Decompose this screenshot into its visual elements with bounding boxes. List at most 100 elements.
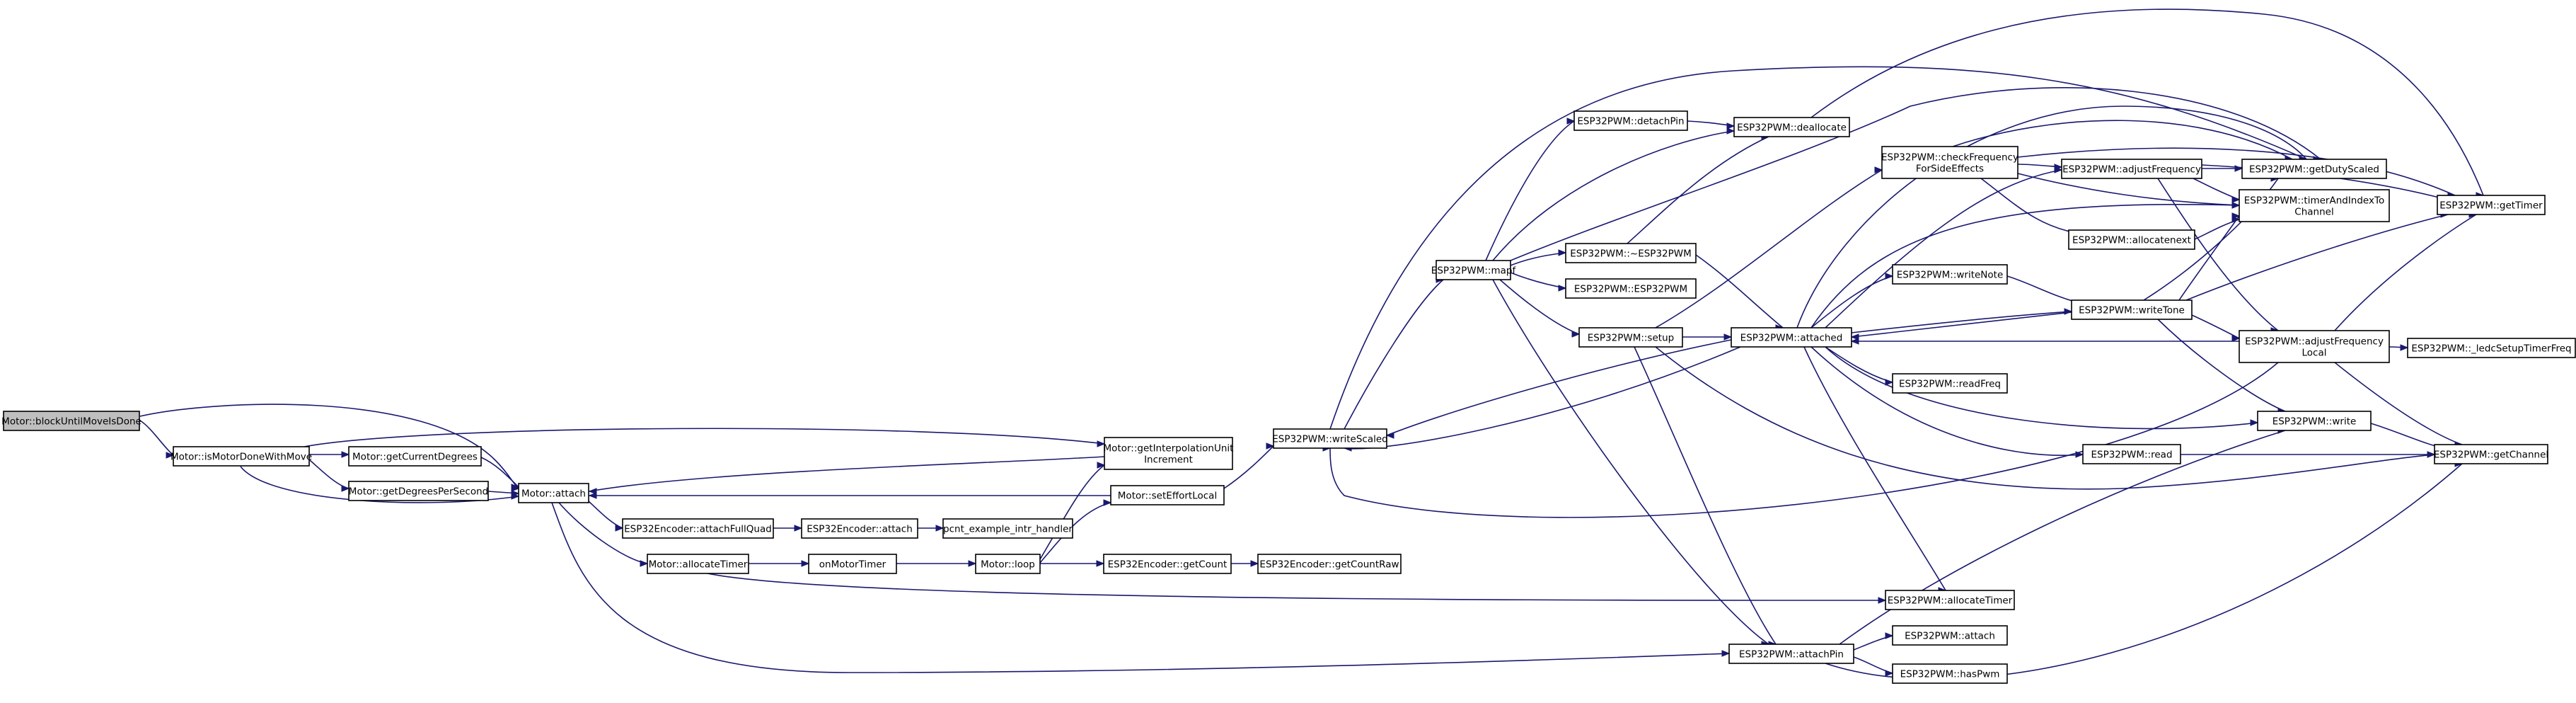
arrowhead-e-set-attach — [588, 492, 597, 499]
node-box — [2239, 330, 2390, 363]
node-box — [2239, 189, 2390, 222]
node-box — [2257, 411, 2372, 431]
node-mapf[interactable]: ESP32PWM::mapf — [1431, 260, 1517, 280]
arrowhead-e-checkfreq-adjust — [2054, 164, 2063, 171]
node-getCurrentDegrees[interactable]: Motor::getCurrentDegrees — [348, 446, 482, 467]
node-getDutyScaled[interactable]: ESP32PWM::getDutyScaled — [2241, 159, 2387, 179]
edge-e-attached-adjust — [1825, 169, 2062, 328]
arrowhead-e-getcount-raw — [1250, 560, 1259, 567]
arrowhead-e-isdone-deg — [341, 485, 350, 492]
node-encAttachFullQuad[interactable]: ESP32Encoder::attachFullQuad — [622, 518, 774, 539]
edge-e-writetone-adjustlocal — [2191, 314, 2240, 339]
node-setEffortLocal[interactable]: Motor::setEffortLocal — [1110, 485, 1225, 505]
arrowhead-e-isdone-current — [341, 451, 350, 458]
node-box — [808, 554, 897, 574]
node-write[interactable]: ESP32PWM::write — [2257, 411, 2372, 431]
node-box — [2407, 338, 2576, 358]
arrowhead-e-setup-checkfreq — [1874, 166, 1883, 173]
node-detachPin[interactable]: ESP32PWM::detachPin — [1573, 110, 1688, 131]
arrowhead-e-attachpin-pwmattach — [1885, 632, 1894, 639]
node-label: Increment — [1144, 455, 1193, 466]
node-label: ESP32PWM::attached — [1740, 333, 1843, 344]
node-box — [1881, 146, 2018, 179]
node-label: ESP32PWM::ESP32PWM — [1574, 284, 1687, 295]
node-box — [1731, 327, 1852, 348]
node-label: ESP32PWM::write — [2272, 416, 2357, 428]
arrowhead-e-isdone-interp — [1097, 440, 1106, 447]
node-box — [1257, 554, 1402, 574]
edge-e-checkfreq-timeridx — [2017, 173, 2240, 206]
node-box — [348, 481, 489, 501]
edge-e-isdone-deg — [309, 459, 350, 489]
node-setup[interactable]: ESP32PWM::setup — [1578, 327, 1683, 348]
node-getChannel[interactable]: ESP32PWM::getChannel — [2434, 444, 2548, 464]
node-loop[interactable]: Motor::loop — [975, 554, 1041, 574]
node-writeScaled[interactable]: ESP32PWM::writeScaled — [1272, 428, 1388, 449]
node-box — [801, 518, 918, 539]
edge-e-setup-attachpin — [1634, 346, 1777, 645]
node-box — [2068, 229, 2195, 250]
arrowhead-e-mapf-dealloc — [1726, 127, 1735, 135]
edge-e-checkfreq-alloc — [1980, 178, 2081, 234]
node-box — [173, 446, 310, 467]
node-ctor[interactable]: ESP32PWM::ESP32PWM — [1565, 278, 1697, 299]
node-pwmAttach[interactable]: ESP32PWM::attach — [1892, 625, 2008, 646]
edge-e-writetone-timeridx — [2178, 215, 2240, 301]
node-hasPwm[interactable]: ESP32PWM::hasPwm — [1892, 663, 2008, 684]
node-label: ESP32PWM::attachPin — [1739, 649, 1844, 661]
edge-e-mapf-dtor — [1510, 252, 1566, 266]
edge-e-writescaled-getduty — [1329, 66, 2307, 430]
node-readFreq[interactable]: ESP32PWM::readFreq — [1892, 373, 2008, 394]
edge-e-checkfreq-getduty — [1952, 120, 2293, 160]
node-encGetCountRaw[interactable]: ESP32Encoder::getCountRaw — [1257, 554, 1402, 574]
node-deallocate[interactable]: ESP32PWM::deallocate — [1733, 117, 1850, 137]
edge-e-setup-checkfreq — [1655, 169, 1883, 328]
node-label: ESP32PWM::read — [2091, 450, 2172, 461]
arrowhead-e-loop-set — [1103, 499, 1112, 506]
arrowhead-e-set-writescaled — [1266, 442, 1275, 450]
node-dtor[interactable]: ESP32PWM::~ESP32PWM — [1565, 243, 1697, 263]
node-ledc[interactable]: ESP32PWM::_ledcSetupTimerFreq — [2407, 338, 2576, 358]
arrowhead-e-attached-readfreq — [1885, 379, 1894, 386]
node-label: ESP32PWM::hasPwm — [1900, 669, 2000, 680]
node-box — [1892, 264, 2008, 285]
node-attach[interactable]: Motor::attach — [518, 483, 589, 503]
edge-e-attached-writenote — [1810, 275, 1893, 328]
edge-e-root-isdone — [139, 420, 174, 456]
node-pcnt[interactable]: pcnt_example_intr_handler — [942, 518, 1073, 539]
node-isMotorDone[interactable]: Motor::isMotorDoneWithMove — [171, 446, 312, 467]
node-getDegreesPerSecond[interactable]: Motor::getDegreesPerSecond — [348, 481, 489, 501]
node-label: ESP32PWM::_ledcSetupTimerFreq — [2411, 343, 2571, 355]
arrowhead-e-current-attach — [511, 484, 520, 491]
node-read[interactable]: ESP32PWM::read — [2082, 444, 2181, 464]
node-allocatenext[interactable]: ESP32PWM::allocatenext — [2068, 229, 2195, 250]
node-getTimer[interactable]: ESP32PWM::getTimer — [2437, 195, 2546, 215]
node-box — [348, 446, 482, 467]
node-encAttach[interactable]: ESP32Encoder::attach — [801, 518, 918, 539]
edge-e-current-attach — [480, 457, 519, 488]
node-box — [1565, 243, 1697, 263]
node-writeNote[interactable]: ESP32PWM::writeNote — [1892, 264, 2008, 285]
edge-e-attach-alloc — [558, 502, 648, 564]
node-box — [2061, 159, 2202, 179]
node-attached[interactable]: ESP32PWM::attached — [1731, 327, 1852, 348]
node-encGetCount[interactable]: ESP32Encoder::getCount — [1103, 554, 1232, 574]
node-label: ESP32PWM::getTimer — [2439, 200, 2543, 212]
node-writeTone[interactable]: ESP32PWM::writeTone — [2071, 299, 2193, 320]
node-root[interactable]: Motor::blockUntilMoveIsDone — [1, 411, 141, 431]
node-onMotorTimer[interactable]: onMotorTimer — [808, 554, 897, 574]
edge-e-dtor-dealloc — [1627, 136, 1769, 244]
node-adjustFreq[interactable]: ESP32PWM::adjustFrequency — [2061, 159, 2202, 179]
node-box — [622, 518, 774, 539]
node-allocateTimerPwm[interactable]: ESP32PWM::allocateTimer — [1885, 590, 2015, 610]
arrowhead-e-adjlocal-ledc — [2400, 344, 2409, 351]
node-attachPin[interactable]: ESP32PWM::attachPin — [1728, 644, 1854, 664]
edge-e-attached-read — [1810, 346, 2084, 456]
node-label: ESP32PWM::~ESP32PWM — [1570, 248, 1692, 260]
node-allocateTimerMotor[interactable]: Motor::allocateTimer — [647, 554, 749, 574]
edge-e-dealloc-gettimer — [1810, 8, 2484, 196]
